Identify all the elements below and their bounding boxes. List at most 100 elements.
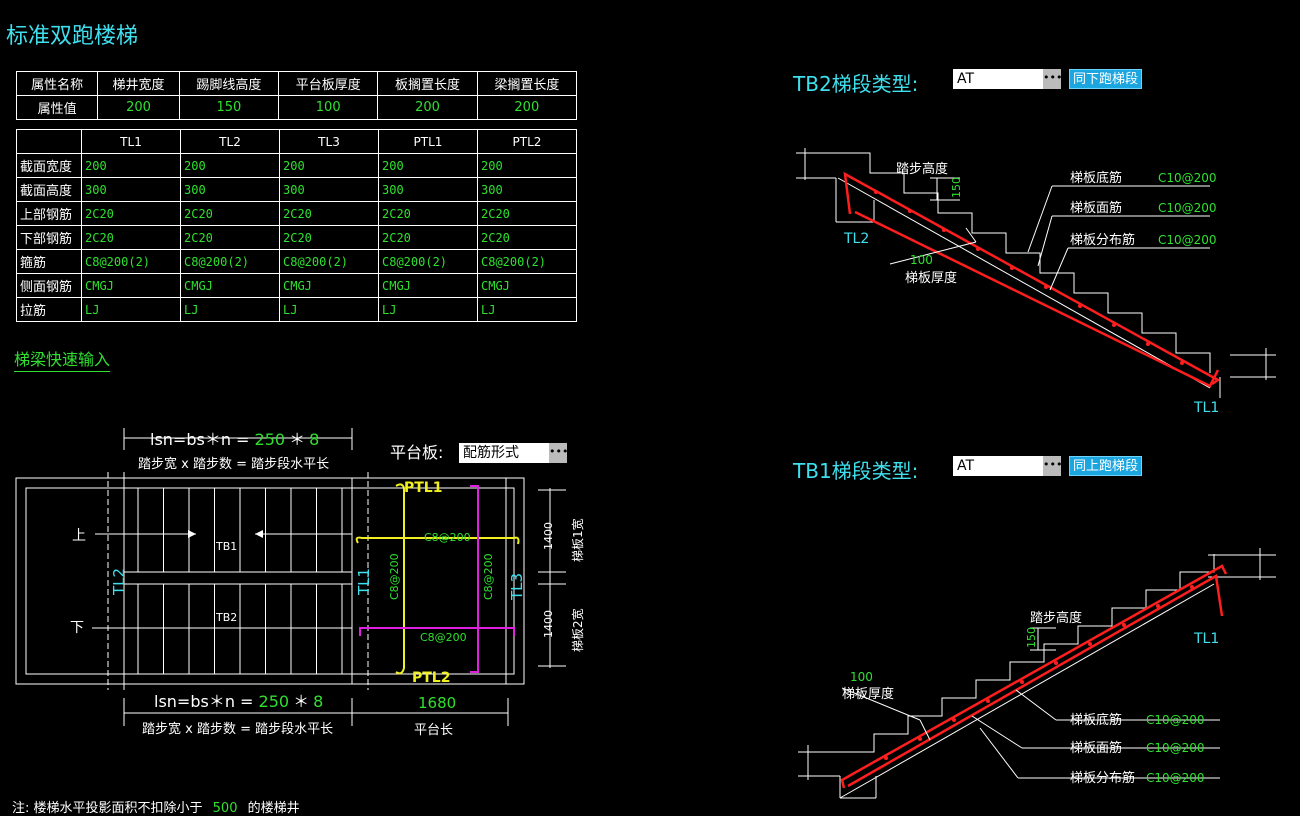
- value-cell[interactable]: 100: [278, 95, 379, 120]
- value-cell[interactable]: 300: [378, 177, 478, 202]
- rebar-dot: [908, 209, 912, 213]
- tb1-bottom-rebar-spec: C10@200: [1146, 713, 1205, 727]
- header-cell: PTL1: [378, 129, 478, 154]
- note-prefix: 注: 楼梯水平投影面积不扣除小于: [12, 801, 203, 816]
- tb1-type-select[interactable]: AT •••: [953, 456, 1062, 476]
- up-label: 上: [72, 528, 86, 544]
- more-icon[interactable]: •••: [549, 443, 568, 463]
- platform-length-label: 平台长: [414, 723, 453, 738]
- value-cell[interactable]: CMGJ: [378, 273, 478, 298]
- value-cell[interactable]: 300: [81, 177, 181, 202]
- value-cell[interactable]: 300: [279, 177, 379, 202]
- header-cell: 踢脚线高度: [178, 71, 280, 96]
- width1-label: 梯板1宽: [570, 518, 585, 562]
- tb2-copy-button[interactable]: 同下跑梯段: [1069, 69, 1143, 89]
- tb2-label: TB2: [215, 611, 237, 624]
- tb2-right-beam: TL1: [1193, 400, 1219, 416]
- tb2-top-rebar-spec: C10@200: [1158, 201, 1217, 215]
- value-cell[interactable]: 2C20: [279, 201, 379, 226]
- more-icon[interactable]: •••: [1043, 456, 1062, 476]
- value-cell[interactable]: LJ: [81, 297, 181, 322]
- tb2-thickness-label: 梯板厚度: [905, 270, 957, 286]
- value-cell[interactable]: CMGJ: [81, 273, 181, 298]
- value-cell[interactable]: 200: [378, 153, 478, 178]
- platform-rebar-select[interactable]: 配筋形式 •••: [459, 443, 568, 463]
- header-cell: 梁搁置长度: [476, 71, 578, 96]
- value-cell[interactable]: CMGJ: [180, 273, 280, 298]
- note-suffix: 的楼梯井: [247, 801, 300, 816]
- rebar-dot: [874, 190, 878, 194]
- value-cell[interactable]: C8@200(2): [81, 249, 181, 274]
- value-cell[interactable]: C8@200(2): [180, 249, 280, 274]
- quick-input-link[interactable]: 梯梁快速输入: [14, 346, 111, 372]
- rebar-label-left: C8@200: [388, 553, 401, 600]
- tb1-heading: TB1梯段类型:: [793, 459, 919, 483]
- value-cell[interactable]: 150: [178, 95, 280, 120]
- value-cell[interactable]: 2C20: [477, 225, 577, 250]
- value-cell[interactable]: 200: [477, 153, 577, 178]
- formula-bottom: lsn=bs＊n = 250＊8: [154, 692, 323, 711]
- property-header-row: 属性名称 梯井宽度 踢脚线高度 平台板厚度 板搁置长度 梁搁置长度: [15, 71, 578, 96]
- value-cell[interactable]: CMGJ: [279, 273, 379, 298]
- tl2-label: TL2: [110, 568, 128, 596]
- tb2-bottom-rebar: 梯板底筋: [1070, 170, 1122, 186]
- header-cell: PTL2: [477, 129, 577, 154]
- rebar-dot: [1010, 266, 1014, 270]
- property-value-row: 属性值 200 150 100 200 200: [15, 95, 578, 120]
- stair-plan-diagram: lsn=bs＊n = 250＊8 踏步宽 x 踏步数 = 踏步段水平长 平台板:…: [15, 428, 585, 738]
- tb1-copy-button[interactable]: 同上跑梯段: [1069, 456, 1143, 476]
- header-cell: 属性名称: [15, 71, 99, 96]
- value-cell[interactable]: LJ: [378, 297, 478, 322]
- tb2-left-beam: TL2: [843, 231, 869, 247]
- row-label: 拉筋: [16, 297, 82, 322]
- value-cell[interactable]: 300: [477, 177, 577, 202]
- rebar-dot: [1044, 285, 1048, 289]
- more-icon[interactable]: •••: [1043, 69, 1062, 89]
- value-cell[interactable]: 200: [97, 95, 180, 120]
- corner-cell: [16, 129, 82, 154]
- rebar-dot: [918, 737, 922, 741]
- rebar-dot: [952, 718, 956, 722]
- tb2-step-height: 150: [950, 177, 963, 198]
- value-cell[interactable]: CMGJ: [477, 273, 577, 298]
- value-cell[interactable]: 2C20: [81, 225, 181, 250]
- value-cell[interactable]: C8@200(2): [279, 249, 379, 274]
- value-cell[interactable]: 200: [279, 153, 379, 178]
- formula-desc-bottom: 踏步宽 x 踏步数 = 踏步段水平长: [142, 721, 333, 737]
- tb1-step-height-label: 踏步高度: [1030, 610, 1082, 626]
- value-cell[interactable]: LJ: [279, 297, 379, 322]
- header-cell: TL1: [81, 129, 181, 154]
- rebar-dot: [1122, 623, 1126, 627]
- ptl2-label: PTL2: [412, 670, 450, 686]
- beam-header-row: TL1 TL2 TL3 PTL1 PTL2: [16, 129, 577, 154]
- tb2-type-select[interactable]: AT •••: [953, 69, 1062, 89]
- value-cell[interactable]: 2C20: [180, 225, 280, 250]
- value-cell[interactable]: 2C20: [477, 201, 577, 226]
- header-cell: TL3: [279, 129, 379, 154]
- rebar-dot: [1112, 323, 1116, 327]
- value-cell[interactable]: C8@200(2): [477, 249, 577, 274]
- tb1-bottom-rebar: 梯板底筋: [1070, 712, 1122, 728]
- formula-desc-top: 踏步宽 x 踏步数 = 踏步段水平长: [138, 456, 329, 472]
- value-cell[interactable]: 2C20: [378, 225, 478, 250]
- value-cell[interactable]: 2C20: [180, 201, 280, 226]
- value-cell[interactable]: LJ: [180, 297, 280, 322]
- value-cell[interactable]: 2C20: [378, 201, 478, 226]
- value-cell[interactable]: 200: [476, 95, 578, 120]
- dim1-label: 1400: [542, 522, 555, 550]
- value-cell[interactable]: 300: [180, 177, 280, 202]
- value-cell[interactable]: 200: [377, 95, 478, 120]
- tb2-heading: TB2梯段类型:: [793, 72, 919, 96]
- tb1-type-value: AT: [957, 458, 975, 474]
- tb1-dist-rebar-spec: C10@200: [1146, 771, 1205, 785]
- value-cell[interactable]: 2C20: [279, 225, 379, 250]
- value-cell[interactable]: 2C20: [81, 201, 181, 226]
- value-cell[interactable]: 200: [81, 153, 181, 178]
- value-cell[interactable]: LJ: [477, 297, 577, 322]
- value-cell[interactable]: 200: [180, 153, 280, 178]
- value-cell[interactable]: C8@200(2): [378, 249, 478, 274]
